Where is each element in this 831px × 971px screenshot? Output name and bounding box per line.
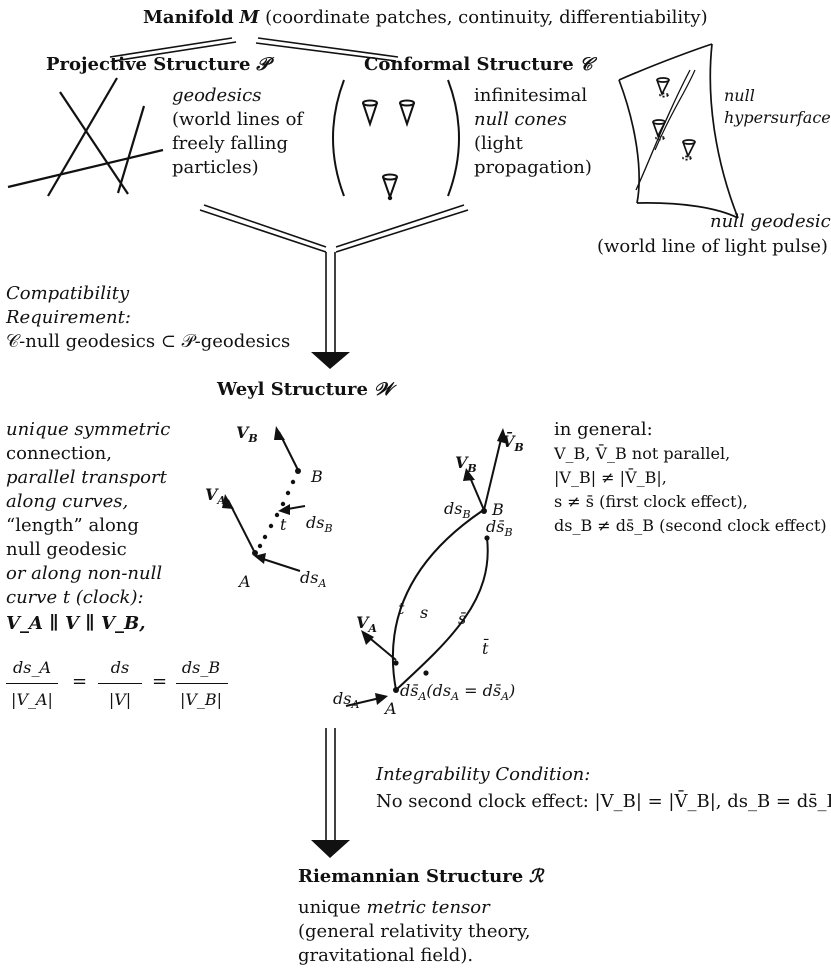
ratio-den-3: |V_B|	[179, 690, 223, 709]
null-geodesic-desc: (world line of light pulse)	[597, 236, 828, 257]
projective-line-1: geodesics	[172, 85, 262, 106]
null-geodesic-title: null geodesic	[710, 211, 831, 232]
riemannian-symbol: ℛ	[528, 866, 544, 887]
ratio-num-1: ds_A	[12, 658, 51, 677]
ratio-eq-1: =	[72, 671, 88, 692]
ratio-bar-3	[176, 683, 228, 684]
projective-title: Projective Structure	[46, 54, 251, 75]
fig2-label-A: A	[383, 699, 397, 718]
fig1-label-t: t	[280, 515, 287, 534]
weyl-right-line-4: s ≠ s̄ (first clock effect),	[554, 492, 748, 511]
fig2-label-tbar: t̄	[482, 637, 489, 658]
weyl-right-line-2: V_B, V̄_B not parallel,	[554, 444, 731, 463]
weyl-left-line-1: unique symmetric	[6, 419, 171, 440]
clock-effect-arrowheads	[361, 428, 508, 705]
manifold-description: (coordinate patches, continuity, differe…	[265, 7, 708, 28]
fig2-label-B: B	[491, 500, 504, 519]
compatibility-line-1: Compatibility	[6, 283, 130, 304]
null-hyper-line-1: null	[724, 86, 755, 105]
parallel-transport-arrowheads	[222, 426, 301, 564]
merge-arrowhead	[311, 352, 350, 369]
null-hypersurface-figure	[618, 43, 739, 219]
weyl-left-line-9: V_A ∥ V ∥ V_B,	[6, 613, 146, 634]
integrability-title: Integrability Condition:	[376, 764, 591, 785]
conformal-line-1: infinitesimal	[474, 85, 588, 106]
conformal-title: Conformal Structure	[364, 54, 574, 75]
fig2-label-VB: VB	[455, 453, 477, 475]
fig2-label-dsbarA: ds̄A(dsA = ds̄A)	[400, 681, 515, 703]
manifold-heading: Manifold M (coordinate patches, continui…	[143, 6, 708, 29]
weyl-left-line-5: “length” along	[6, 515, 139, 536]
manifold-connectors	[109, 37, 399, 62]
conformal-symbol: 𝒞	[579, 54, 593, 75]
conformal-line-2: null cones	[474, 109, 567, 130]
manifold-title: Manifold	[143, 7, 234, 28]
weyl-title: Weyl Structure	[217, 379, 368, 400]
fig1-label-dsA: dsA	[300, 568, 326, 590]
fig1-label-B: B	[310, 467, 323, 486]
projective-lines-figure	[7, 77, 164, 197]
ratio-den-1: |V_A|	[11, 690, 53, 709]
weyl-left-line-8: curve t (clock):	[6, 587, 144, 608]
compatibility-line-2: Requirement:	[6, 307, 131, 328]
weyl-left-line-2: connection,	[6, 443, 112, 464]
conformal-line-4: propagation)	[474, 157, 592, 178]
weyl-left-line-6: null geodesic	[6, 539, 127, 560]
integrability-arrow	[325, 728, 336, 840]
projective-heading: Projective Structure 𝒫	[46, 53, 269, 76]
fig2-label-dsB: dsB	[444, 499, 471, 521]
riemannian-line-3: gravitational field).	[298, 945, 474, 966]
riemannian-line-1: unique metric tensor	[298, 897, 490, 918]
integrability-statement: No second clock effect: |V_B| = |V̄_B|, …	[376, 791, 831, 812]
riemannian-line-2: (general relativity theory,	[298, 921, 531, 942]
projective-line-4: particles)	[172, 157, 259, 178]
weyl-right-line-5: ds_B ≠ ds̄_B (second clock effect)	[554, 516, 827, 535]
fig2-label-sbar: s̄	[458, 609, 466, 628]
ratio-bar-2	[98, 683, 142, 684]
compatibility-line-3: 𝒞-null geodesics ⊂ 𝒫-geodesics	[6, 331, 291, 352]
fig2-label-t: t	[398, 599, 405, 618]
fig1-label-dsB: dsB	[306, 513, 333, 535]
conformal-line-3: (light	[474, 133, 523, 154]
ratio-den-2: |V|	[108, 690, 132, 709]
riemannian-title: Riemannian Structure	[298, 866, 524, 887]
ratio-num-3: ds_B	[181, 658, 221, 677]
fig1-label-VB: VB	[236, 423, 258, 445]
weyl-right-line-1: in general:	[554, 419, 653, 440]
fig1-label-VA: VA	[205, 485, 226, 507]
clock-effect-figure	[345, 434, 503, 707]
riemannian-heading: Riemannian Structure ℛ	[298, 865, 543, 888]
fig2-label-s: s	[420, 603, 428, 622]
projective-line-2: (world lines of	[172, 109, 304, 130]
integrability-arrowhead	[311, 840, 350, 858]
projective-line-3: freely falling	[172, 133, 288, 154]
manifold-symbol: M	[239, 7, 260, 28]
merge-arrow	[199, 204, 469, 352]
weyl-left-line-4: along curves,	[6, 491, 129, 512]
weyl-left-line-3: parallel transport	[6, 467, 167, 488]
weyl-heading: Weyl Structure 𝒲	[217, 378, 393, 401]
ratio-num-2: ds	[110, 658, 130, 677]
null-hyper-line-2: hypersurface	[724, 108, 831, 127]
parallel-transport-figure	[227, 431, 306, 572]
ratio-bar-1	[6, 683, 58, 684]
projective-symbol: 𝒫	[256, 54, 270, 75]
weyl-right-line-3: |V_B| ≠ |V̄_B|,	[554, 468, 667, 487]
fig1-label-A: A	[237, 572, 251, 591]
fig2-label-VA: VA	[356, 613, 377, 635]
conformal-heading: Conformal Structure 𝒞	[364, 53, 593, 76]
fig2-label-VbarB: V̄B	[502, 431, 524, 454]
fig2-label-dsA: dsA	[333, 689, 359, 711]
fig2-label-dsbarB: ds̄B	[486, 517, 513, 539]
weyl-left-line-7: or along non-null	[6, 563, 163, 584]
weyl-symbol: 𝒲	[373, 379, 393, 400]
ratio-eq-2: =	[152, 671, 168, 692]
conformal-cones-figure	[332, 79, 460, 201]
